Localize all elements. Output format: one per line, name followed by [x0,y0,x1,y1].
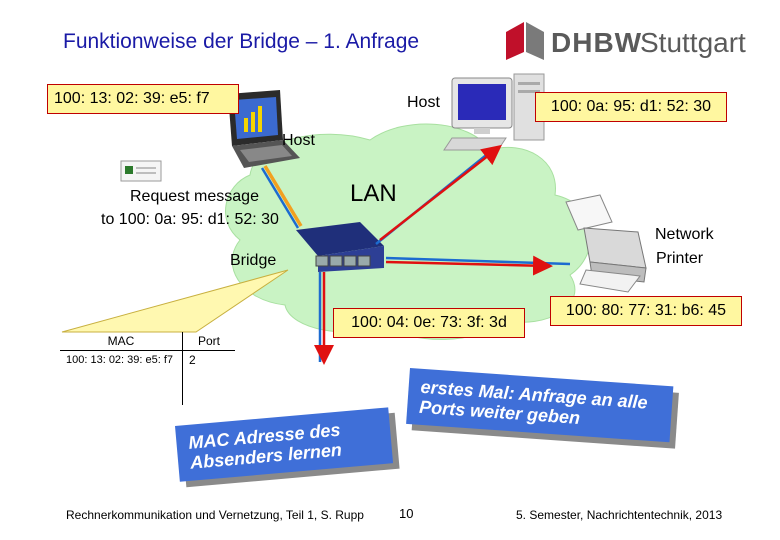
table-row [60,387,235,405]
request-target-label: to 100: 0a: 95: d1: 52: 30 [101,211,279,228]
table-cell-port: 2 [189,353,196,367]
request-message-label: Request message [130,188,259,205]
network-printer-label-line1: Network [655,226,714,243]
envelope-icon [120,160,162,182]
connection-lines [260,144,571,365]
printer-device[interactable] [565,194,647,293]
footer-course: Rechnerkommunikation und Vernetzung, Tei… [66,508,364,522]
logo-text-dhbw: DHBW [551,27,643,58]
mac-label-printer: 100: 80: 77: 31: b6: 45 [550,296,742,326]
bridge-device[interactable] [296,222,384,272]
desktop-host[interactable] [443,73,545,151]
table-row: 100: 13: 02: 39: e5: f7 2 [60,350,235,369]
bridge-label: Bridge [230,252,277,269]
footer-page-number: 10 [399,506,414,521]
footer-semester: 5. Semester, Nachrichtentechnik, 2013 [516,508,723,522]
host-label-mid: Host [282,132,315,149]
laptop-host[interactable] [228,90,300,168]
mac-address-table: MAC Port 100: 13: 02: 39: e5: f7 2 [60,332,235,405]
lan-label: LAN [350,180,397,207]
table-header-port: Port [182,332,235,351]
table-cell-mac: 100: 13: 02: 39: e5: f7 [60,350,183,369]
logo-text-stuttgart: Stuttgart [640,27,746,58]
mac-label-host1: 100: 13: 02: 39: e5: f7 [47,84,239,114]
table-row [60,369,235,387]
dhbw-logo-mark [506,22,544,60]
mac-table-callout [61,269,289,333]
table-header-row: MAC Port [60,332,235,351]
host-label-top: Host [407,94,440,111]
mac-label-bridge: 100: 04: 0e: 73: 3f: 3d [333,308,525,338]
network-printer-label-line2: Printer [656,250,704,267]
table-header-mac: MAC [60,332,183,351]
mac-label-host2: 100: 0a: 95: d1: 52: 30 [535,92,727,122]
slide-title: Funktionweise der Bridge – 1. Anfrage [63,30,420,53]
